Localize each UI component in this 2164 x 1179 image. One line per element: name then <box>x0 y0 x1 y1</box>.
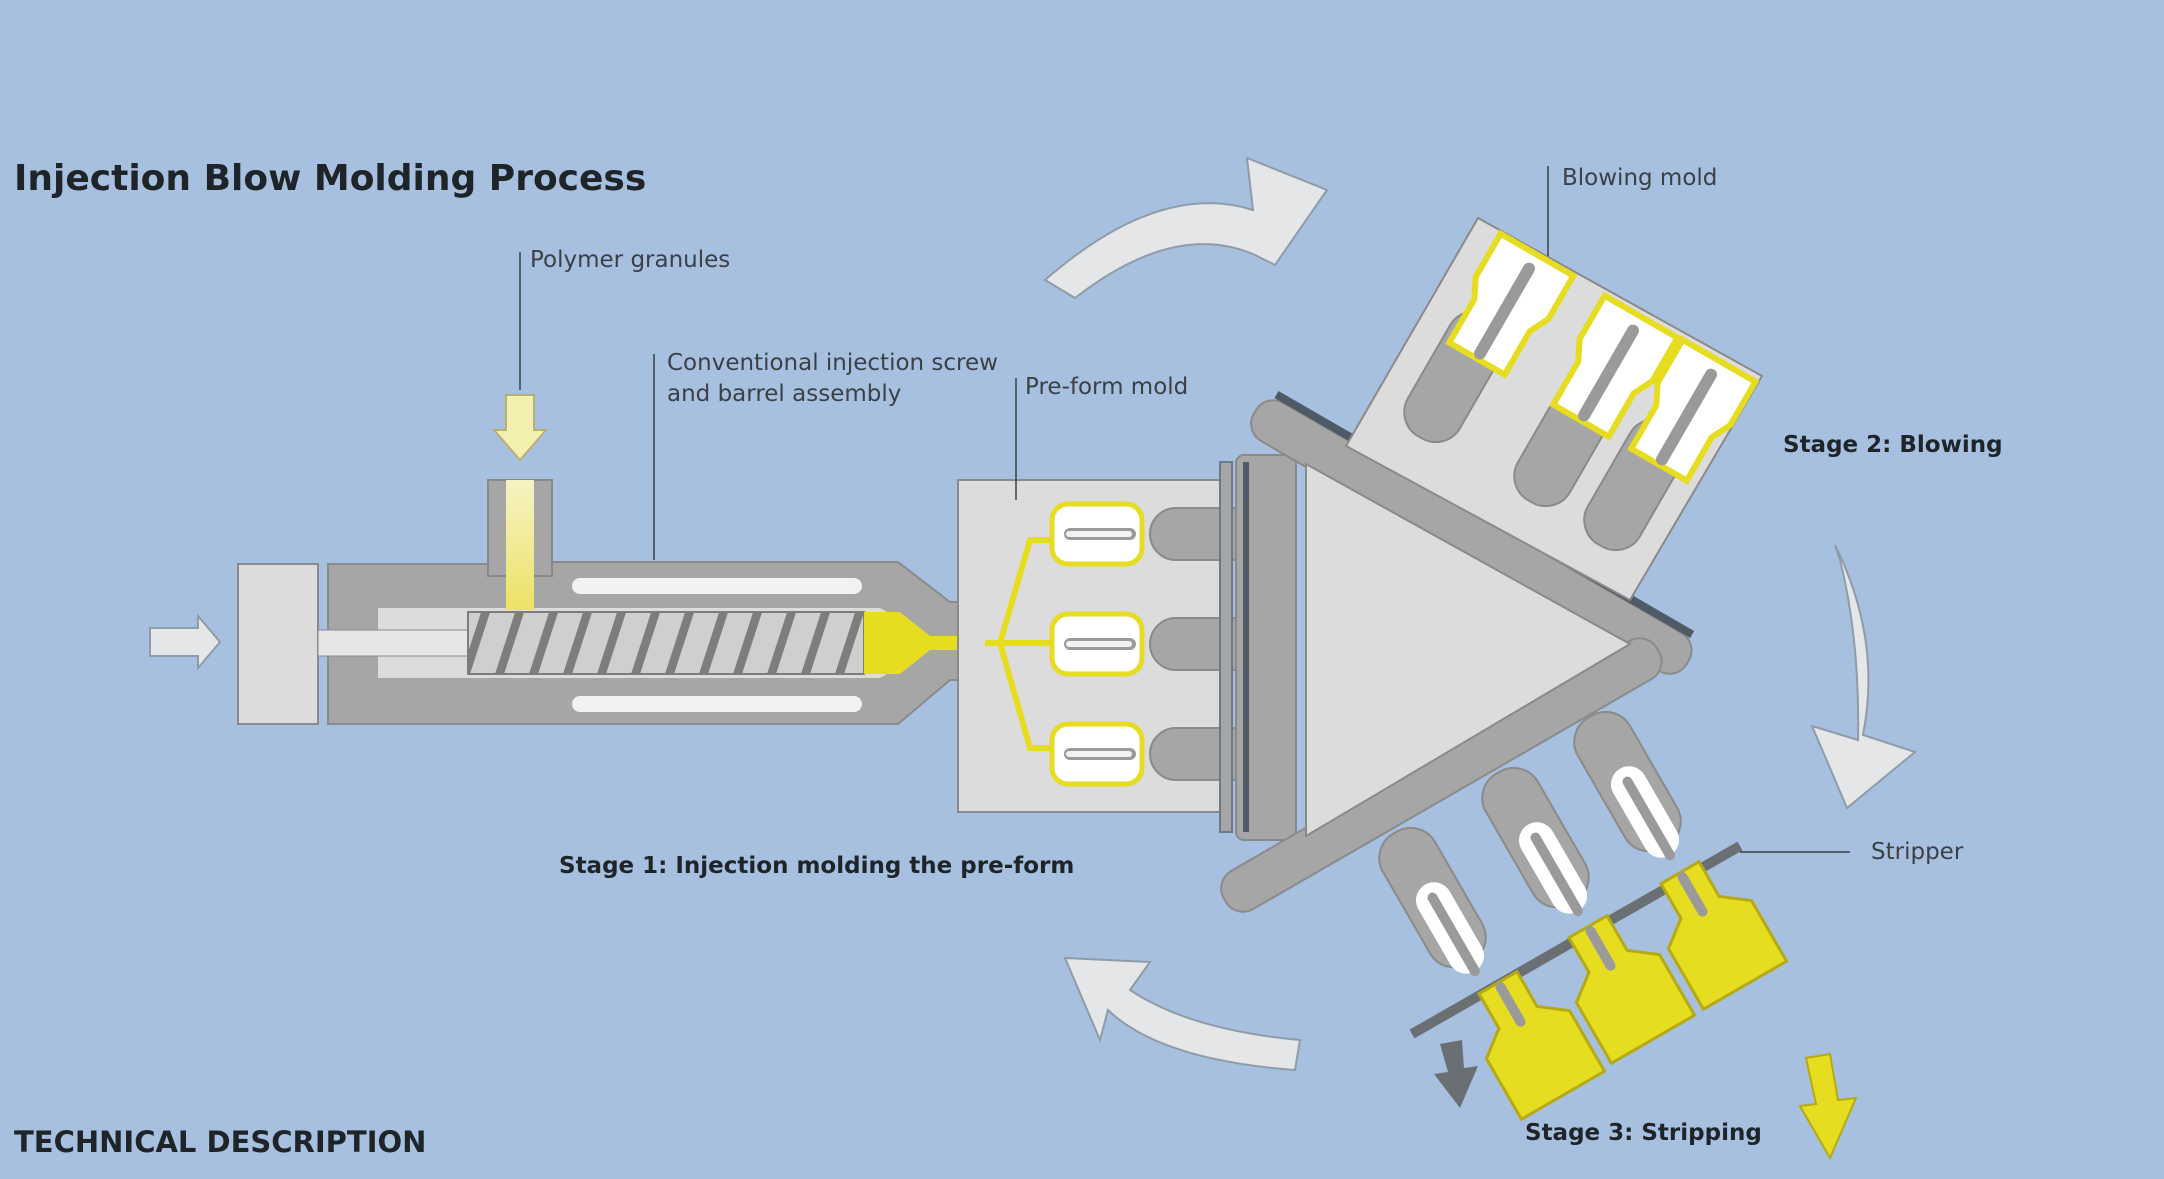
rotation-arrow-top <box>1043 156 1329 300</box>
preform-cavity-1 <box>1052 504 1142 564</box>
stripped-bottle-2 <box>1566 913 1697 1066</box>
diagram-title: Injection Blow Molding Process <box>14 158 646 199</box>
injection-unit <box>149 394 990 725</box>
preform-mold <box>957 454 1297 841</box>
preform-mold-label: Pre-form mold <box>1025 374 1188 400</box>
feed-arrow <box>149 613 222 671</box>
stripped-bottle-1 <box>1476 969 1607 1122</box>
stripping-station <box>1378 710 1858 1161</box>
blown-bottle-3 <box>1627 335 1760 485</box>
rotary-triangle <box>1305 462 1633 838</box>
stage-1-label: Stage 1: Injection molding the pre-form <box>559 853 1074 879</box>
screw-assembly-label-line1: Conventional injection screw <box>667 350 998 376</box>
technical-description-heading: TECHNICAL DESCRIPTION <box>14 1125 426 1159</box>
stage-2-label: Stage 2: Blowing <box>1783 432 2003 458</box>
leader-lines <box>519 166 1850 853</box>
blown-bottle-1 <box>1445 229 1578 379</box>
rotation-arrow-bottom <box>1063 956 1302 1072</box>
stage-3-label: Stage 3: Stripping <box>1525 1120 1762 1146</box>
screw-assembly-label-line2: and barrel assembly <box>667 381 901 407</box>
stripper-motion-arrow <box>1434 1040 1478 1108</box>
melt-flow <box>864 612 990 674</box>
stripped-bottle-3 <box>1658 859 1789 1012</box>
polymer-granules-label: Polymer granules <box>530 247 730 273</box>
heater-band-top <box>572 578 862 594</box>
ram-block <box>237 563 319 725</box>
preform-cavity-2 <box>1052 614 1142 674</box>
ejection-arrow <box>1798 1052 1858 1161</box>
blowing-mold-label: Blowing mold <box>1562 165 1717 191</box>
blowing-mold <box>1344 216 1764 602</box>
stripper-label: Stripper <box>1871 839 1964 865</box>
heater-band-bottom <box>572 696 862 712</box>
rotation-arrow-right <box>1810 544 1918 810</box>
granules-arrow <box>491 394 549 462</box>
screw-shaft <box>317 629 469 657</box>
preform-cavity-3 <box>1052 724 1142 784</box>
blown-bottle-2 <box>1549 291 1682 441</box>
injection-screw <box>467 611 865 675</box>
granule-feed <box>506 480 534 610</box>
